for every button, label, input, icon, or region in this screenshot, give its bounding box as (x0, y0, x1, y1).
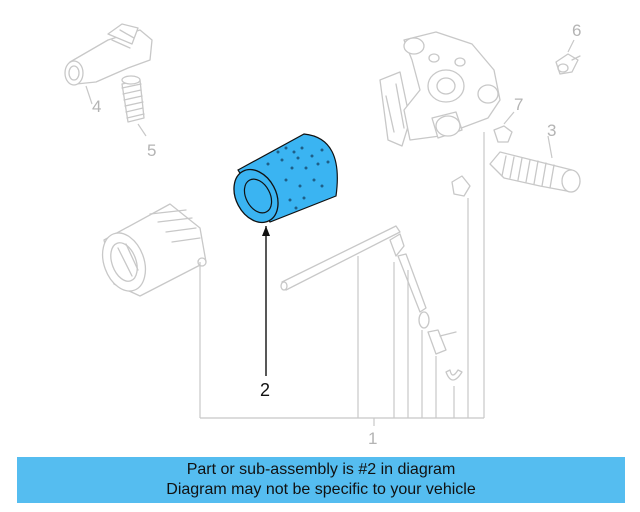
label-4: 4 (92, 97, 101, 116)
label-3: 3 (547, 121, 556, 140)
banner-line-1: Part or sub-assembly is #2 in diagram (186, 461, 456, 478)
part-7-nut (493, 111, 515, 143)
info-banner: Part or sub-assembly is #2 in diagram Di… (17, 457, 625, 503)
parts-diagram: 4 5 6 7 3 (64, 21, 581, 448)
rod (280, 225, 401, 291)
filter-housing-cap (101, 203, 207, 297)
mounting-bracket (379, 31, 501, 147)
callout-1-tree (199, 132, 485, 426)
part-4-housing (64, 23, 153, 105)
part-5-spring (121, 75, 147, 137)
small-parts (389, 175, 471, 381)
label-6: 6 (572, 21, 581, 40)
part-3-hose (489, 135, 581, 193)
label-2: 2 (260, 380, 270, 400)
part-2-filter-element (233, 133, 338, 376)
part-6-sensor (555, 39, 581, 75)
label-5: 5 (147, 141, 156, 160)
label-1: 1 (368, 429, 377, 448)
banner-line-2: Diagram may not be specific to your vehi… (166, 481, 476, 498)
label-7: 7 (514, 95, 523, 114)
